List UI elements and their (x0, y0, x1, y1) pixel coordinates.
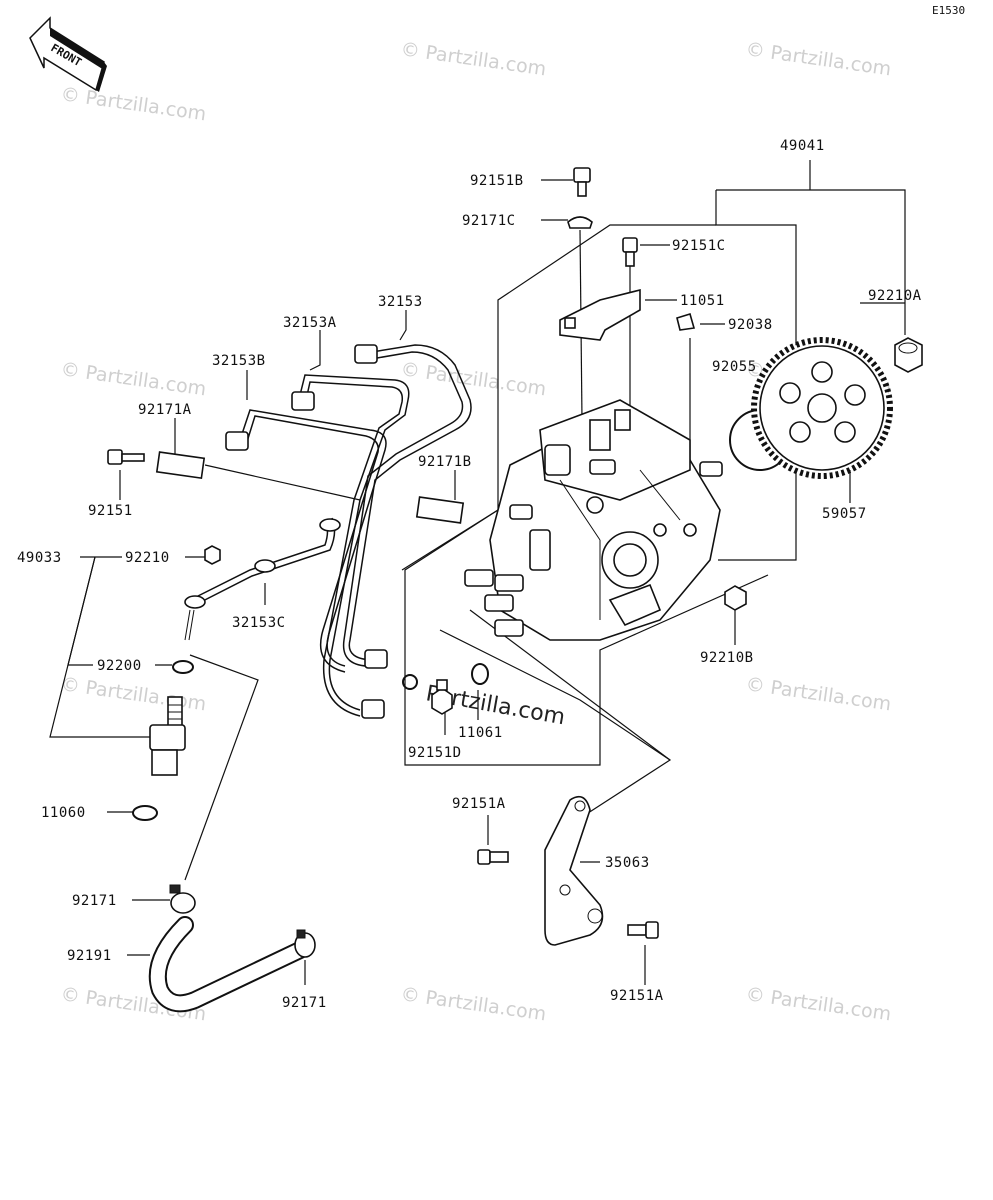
part-label: 11051 (680, 293, 725, 309)
part-label: 92171 (282, 995, 327, 1011)
clamp-92171 (169, 884, 196, 914)
front-arrow-icon: FRONT (29, 16, 107, 92)
injection-pump-49041 (464, 399, 723, 641)
watermark: © Partzilla.com (744, 673, 892, 715)
nozzle-49033 (149, 696, 186, 776)
leak-off-pipe-32153c (184, 517, 341, 641)
part-label: 92151B (470, 173, 524, 189)
plug-92151d (431, 679, 453, 715)
part-label: 92200 (97, 658, 142, 674)
pipe-nut (225, 431, 249, 451)
clamp-92171b (415, 496, 465, 524)
key-92038 (676, 312, 696, 331)
part-label: 35063 (605, 855, 650, 871)
part-label: 49033 (17, 550, 62, 566)
watermark: © Partzilla.com (399, 38, 547, 80)
part-label: 92151A (610, 988, 664, 1004)
part-label: 92191 (67, 948, 112, 964)
o-ring (402, 674, 418, 690)
part-label: 92210A (868, 288, 922, 304)
injection-pipes-32153 (225, 344, 472, 719)
part-label: 92210B (700, 650, 754, 666)
watermark: © Partzilla.com (59, 358, 207, 400)
part-label: 92171 (72, 893, 117, 909)
part-label: 92038 (728, 317, 773, 333)
part-label: 92210 (125, 550, 170, 566)
watermark: © Partzilla.com (399, 983, 547, 1025)
part-label: 92151A (452, 796, 506, 812)
part-label: 59057 (822, 506, 867, 522)
washer-11061 (471, 663, 489, 685)
part-label: 32153B (212, 353, 266, 369)
watermark: © Partzilla.com (59, 83, 207, 125)
watermark: © Partzilla.com (399, 358, 547, 400)
bracket-35063 (544, 795, 604, 946)
nut-92210 (204, 545, 221, 565)
part-label: 32153 (378, 294, 423, 310)
part-label: 92171A (138, 402, 192, 418)
gear-59057 (751, 337, 893, 479)
part-label: 92151D (408, 745, 462, 761)
clamp-92171 (294, 929, 316, 958)
bolt-92151c (622, 237, 638, 267)
part-label: 11061 (458, 725, 503, 741)
part-label: 92055 (712, 359, 757, 375)
part-label: 32153C (232, 615, 286, 631)
pipe-nut (291, 391, 315, 411)
part-label: 92151C (672, 238, 726, 254)
pipe-nut (364, 649, 388, 669)
watermark: © Partzilla.com (744, 38, 892, 80)
nut-92210a (894, 337, 923, 373)
part-label: 11060 (41, 805, 86, 821)
part-label: 49041 (780, 138, 825, 154)
washer-11060 (132, 805, 158, 821)
part-label: 32153A (283, 315, 337, 331)
washer-92200 (172, 660, 194, 674)
hose-92191 (150, 918, 307, 1011)
bolt-92151b (573, 167, 591, 197)
diagram-code: E1530 (932, 4, 965, 17)
clamp-92171a (155, 451, 206, 480)
nut-92210b (724, 585, 747, 611)
bolt-92151a (627, 921, 659, 939)
bolt-92151 (107, 449, 145, 465)
pipe-nut (361, 699, 385, 719)
part-labels: 49041 92151B 92171C 92151C 11051 92038 9… (17, 138, 922, 1011)
pipe-nut (354, 344, 378, 364)
leader-lines (49, 160, 906, 985)
clamp-92171c (567, 216, 593, 229)
bolt-92151a (477, 849, 509, 865)
watermark: © Partzilla.com (59, 673, 207, 715)
bracket-11051 (559, 288, 641, 341)
watermark: © Partzilla.com (744, 983, 892, 1025)
part-label: 92171B (418, 454, 472, 470)
part-label: 92151 (88, 503, 133, 519)
part-label: 92171C (462, 213, 516, 229)
